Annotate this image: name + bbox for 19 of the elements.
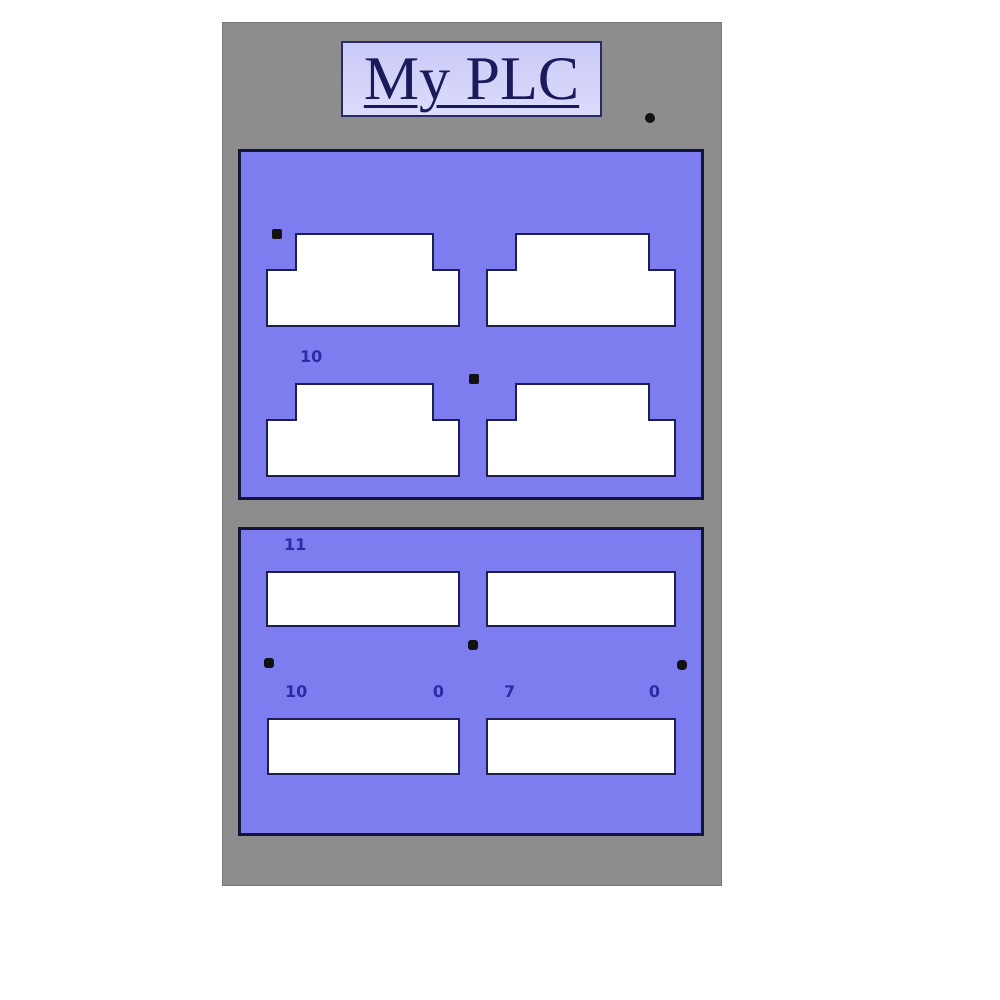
nameplate	[341, 41, 602, 117]
plc-housing	[222, 22, 722, 886]
terminal-number: 7	[504, 683, 516, 701]
terminal-number: 0	[648, 683, 660, 701]
module-panel	[238, 527, 704, 836]
module-panel	[238, 149, 704, 500]
terminal-card	[486, 383, 676, 477]
terminal-card	[266, 383, 460, 477]
terminal-number: 10	[300, 348, 322, 366]
terminal-card	[266, 233, 460, 327]
terminal-card	[486, 233, 676, 327]
terminal-card	[266, 571, 460, 627]
nameplate-title: My PLC	[364, 48, 580, 110]
terminal-number: 10	[285, 683, 308, 701]
terminal-card	[267, 718, 460, 775]
terminal-number: 0	[432, 683, 444, 701]
terminal-card	[486, 571, 676, 627]
terminal-card	[486, 718, 676, 775]
terminal-number: 11	[284, 536, 306, 554]
